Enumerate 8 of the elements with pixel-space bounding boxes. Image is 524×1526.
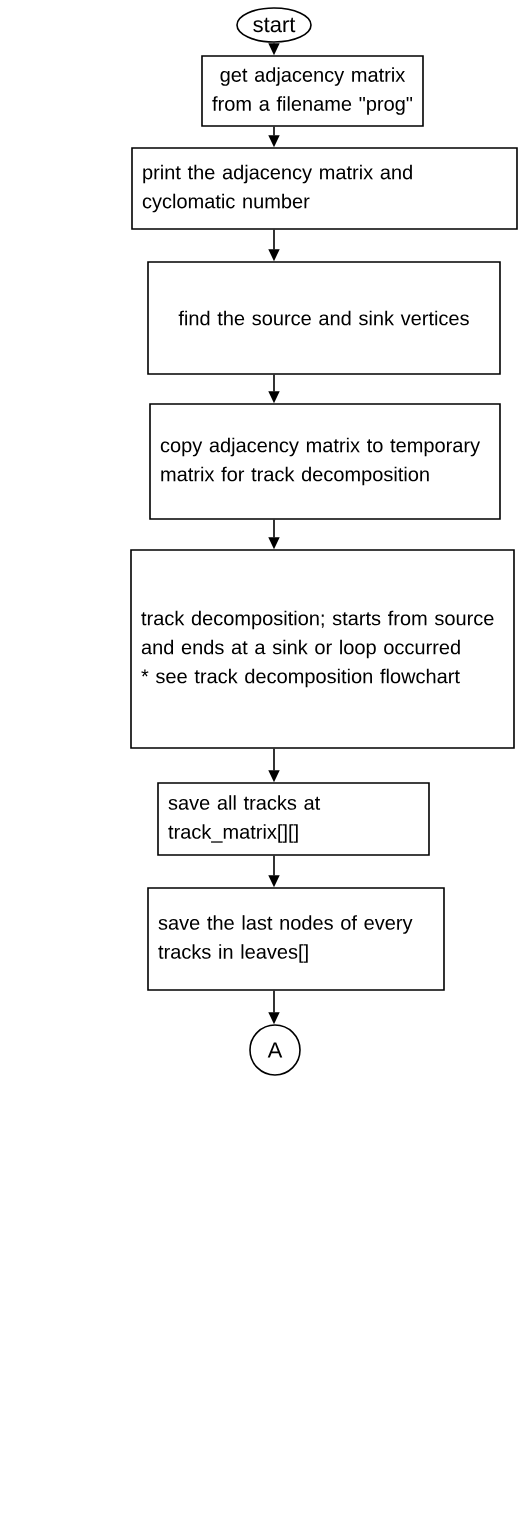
start-terminal: start: [236, 7, 312, 43]
process-box: print the adjacency matrix and cyclomatic number: [131, 147, 518, 230]
process-box: save the last nodes of every tracks in leaves[]: [147, 887, 445, 991]
process-box: copy adjacency matrix to temporary matrix for track decomposition: [149, 403, 501, 520]
process-box: save all tracks at track_matrix[][]: [157, 782, 430, 856]
process-box: track decomposition; starts from source and ends at a sink or loop occurred * see track decomposition flowchart: [130, 549, 515, 749]
process-box: get adjacency matrix from a filename "prog": [201, 55, 424, 127]
process-box: find the source and sink vertices: [147, 261, 501, 375]
